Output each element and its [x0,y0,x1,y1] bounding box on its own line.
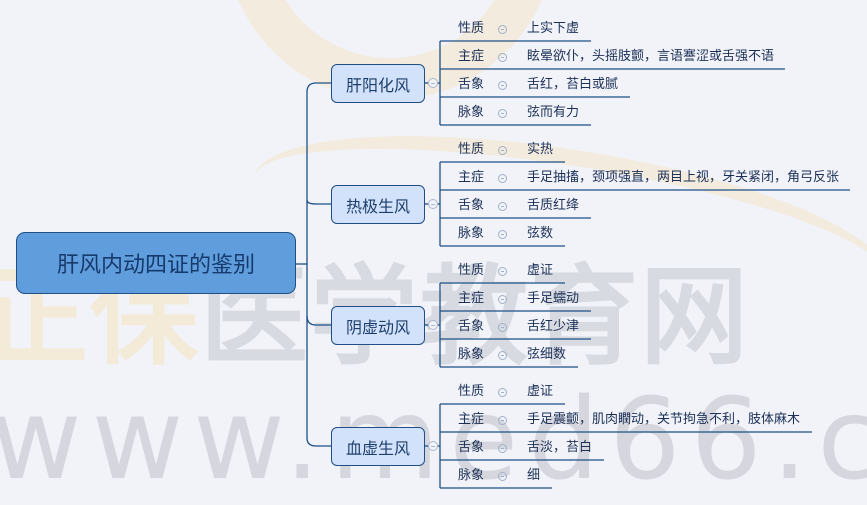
leaf-value[interactable]: 上实下虚 [527,21,580,36]
leaf-key[interactable]: 脉象 [458,347,485,362]
leaf-value[interactable]: 手足震颤，肌肉瞤动，关节拘急不利，肢体麻木 [527,412,801,427]
branch-label: 阴虚动风 [345,317,410,337]
collapse-toggle-icon[interactable] [498,109,507,118]
collapse-toggle-icon[interactable] [498,230,507,239]
leaf-key[interactable]: 性质 [458,142,485,157]
leaf-value[interactable]: 手足蠕动 [527,291,580,306]
collapse-toggle-icon[interactable] [498,472,507,481]
leaf-value[interactable]: 舌淡，苔白 [527,440,593,455]
leaf-key[interactable]: 脉象 [458,105,485,120]
collapse-toggle-icon[interactable] [498,25,507,34]
leaf-value[interactable]: 舌红，苔白或腻 [527,77,619,92]
leaf-value[interactable]: 弦而有力 [527,105,580,120]
leaf-value[interactable]: 细 [527,468,541,483]
leaf-value[interactable]: 眩晕欲仆，头摇肢颤，言语謇涩或舌强不语 [527,49,775,64]
branch-topic-reji[interactable]: 热极生风 [331,185,425,224]
collapse-toggle-icon[interactable] [498,295,507,304]
collapse-toggle-icon[interactable] [498,416,507,425]
leaf-value[interactable]: 手足抽搐，颈项强直，两目上视，牙关紧闭，角弓反张 [527,170,840,185]
branch-label: 热极生风 [345,196,410,216]
leaf-key[interactable]: 舌象 [458,319,485,334]
leaf-key[interactable]: 主症 [458,291,485,306]
leaf-value[interactable]: 舌红少津 [527,319,580,334]
branch-topic-ganyang[interactable]: 肝阳化风 [331,64,425,103]
collapse-toggle-icon[interactable] [498,351,507,360]
leaf-key[interactable]: 主症 [458,49,485,64]
collapse-toggle-icon[interactable] [498,202,507,211]
root-topic[interactable]: 肝风内动四证的鉴别 [16,232,296,294]
collapse-toggle-icon[interactable] [498,323,507,332]
branch-topic-xuexu[interactable]: 血虚生风 [331,427,425,466]
branch-topic-yinxu[interactable]: 阴虚动风 [331,306,425,345]
leaf-key[interactable]: 舌象 [458,440,485,455]
collapse-toggle-icon[interactable] [428,320,438,330]
branch-label: 血虚生风 [345,438,410,458]
branch-label: 肝阳化风 [345,75,410,95]
collapse-toggle-icon[interactable] [498,53,507,62]
collapse-toggle-icon[interactable] [498,267,507,276]
leaf-key[interactable]: 主症 [458,170,485,185]
leaf-value[interactable]: 虚证 [527,384,554,399]
leaf-key[interactable]: 性质 [458,384,485,399]
leaf-value[interactable]: 弦数 [527,226,554,241]
leaf-value[interactable]: 舌质红绛 [527,198,580,213]
leaf-key[interactable]: 性质 [458,263,485,278]
collapse-toggle-icon[interactable] [498,174,507,183]
collapse-toggle-icon[interactable] [498,388,507,397]
leaf-key[interactable]: 舌象 [458,77,485,92]
root-topic-label: 肝风内动四证的鉴别 [56,253,255,278]
leaf-value[interactable]: 虚证 [527,263,554,278]
leaf-key[interactable]: 舌象 [458,198,485,213]
collapse-toggle-icon[interactable] [428,78,438,88]
collapse-toggle-icon[interactable] [428,441,438,451]
leaf-key[interactable]: 脉象 [458,226,485,241]
collapse-toggle-icon[interactable] [498,146,507,155]
leaf-key[interactable]: 主症 [458,412,485,427]
leaf-key[interactable]: 性质 [458,21,485,36]
leaf-key[interactable]: 脉象 [458,468,485,483]
leaf-value[interactable]: 实热 [527,142,554,157]
collapse-toggle-icon[interactable] [498,81,507,90]
collapse-toggle-icon[interactable] [428,199,438,209]
collapse-toggle-icon[interactable] [498,444,507,453]
leaf-value[interactable]: 弦细数 [527,347,567,362]
